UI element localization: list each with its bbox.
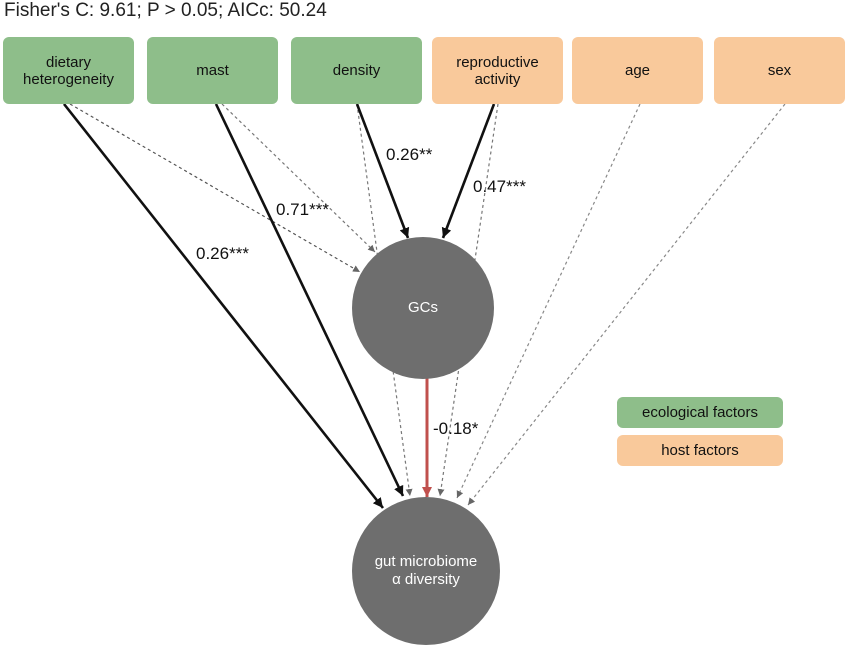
factor-density: density bbox=[291, 37, 422, 104]
factor-dietary-heterogeneity: dietary heterogeneity bbox=[3, 37, 134, 104]
factor-sex: sex bbox=[714, 37, 845, 104]
coef-gcs-to-gut: -0.18* bbox=[433, 419, 479, 438]
coef-dietary-to-gut: 0.26*** bbox=[196, 244, 249, 263]
path-dietary-to-gut bbox=[62, 103, 385, 509]
factor-age: age bbox=[572, 37, 703, 104]
factor-reproductive-activity: reproductive activity bbox=[432, 37, 563, 104]
coef-mast-to-gut: 0.71*** bbox=[276, 200, 329, 219]
path-mast-to-gcs bbox=[221, 103, 376, 253]
legend-ecological-factors: ecological factors bbox=[617, 397, 783, 428]
path-age-to-gut bbox=[456, 103, 641, 499]
node-gut-microbiome-diversity: gut microbiome α diversity bbox=[352, 497, 500, 645]
coef-density-to-gcs: 0.26** bbox=[386, 145, 433, 164]
path-dietary-to-gcs bbox=[69, 103, 361, 273]
coef-repro-to-gcs: 0.47*** bbox=[473, 177, 526, 196]
path-density-to-gcs bbox=[355, 103, 410, 239]
fit-statistics-title: Fisher's C: 9.61; P > 0.05; AICc: 50.24 bbox=[4, 0, 327, 21]
node-gcs: GCs bbox=[352, 237, 494, 379]
legend-host-factors: host factors bbox=[617, 435, 783, 466]
path-repro-to-gcs bbox=[441, 103, 496, 239]
path-mast-to-gut bbox=[214, 103, 405, 497]
factor-mast: mast bbox=[147, 37, 278, 104]
path-sex-to-gut bbox=[467, 103, 786, 506]
